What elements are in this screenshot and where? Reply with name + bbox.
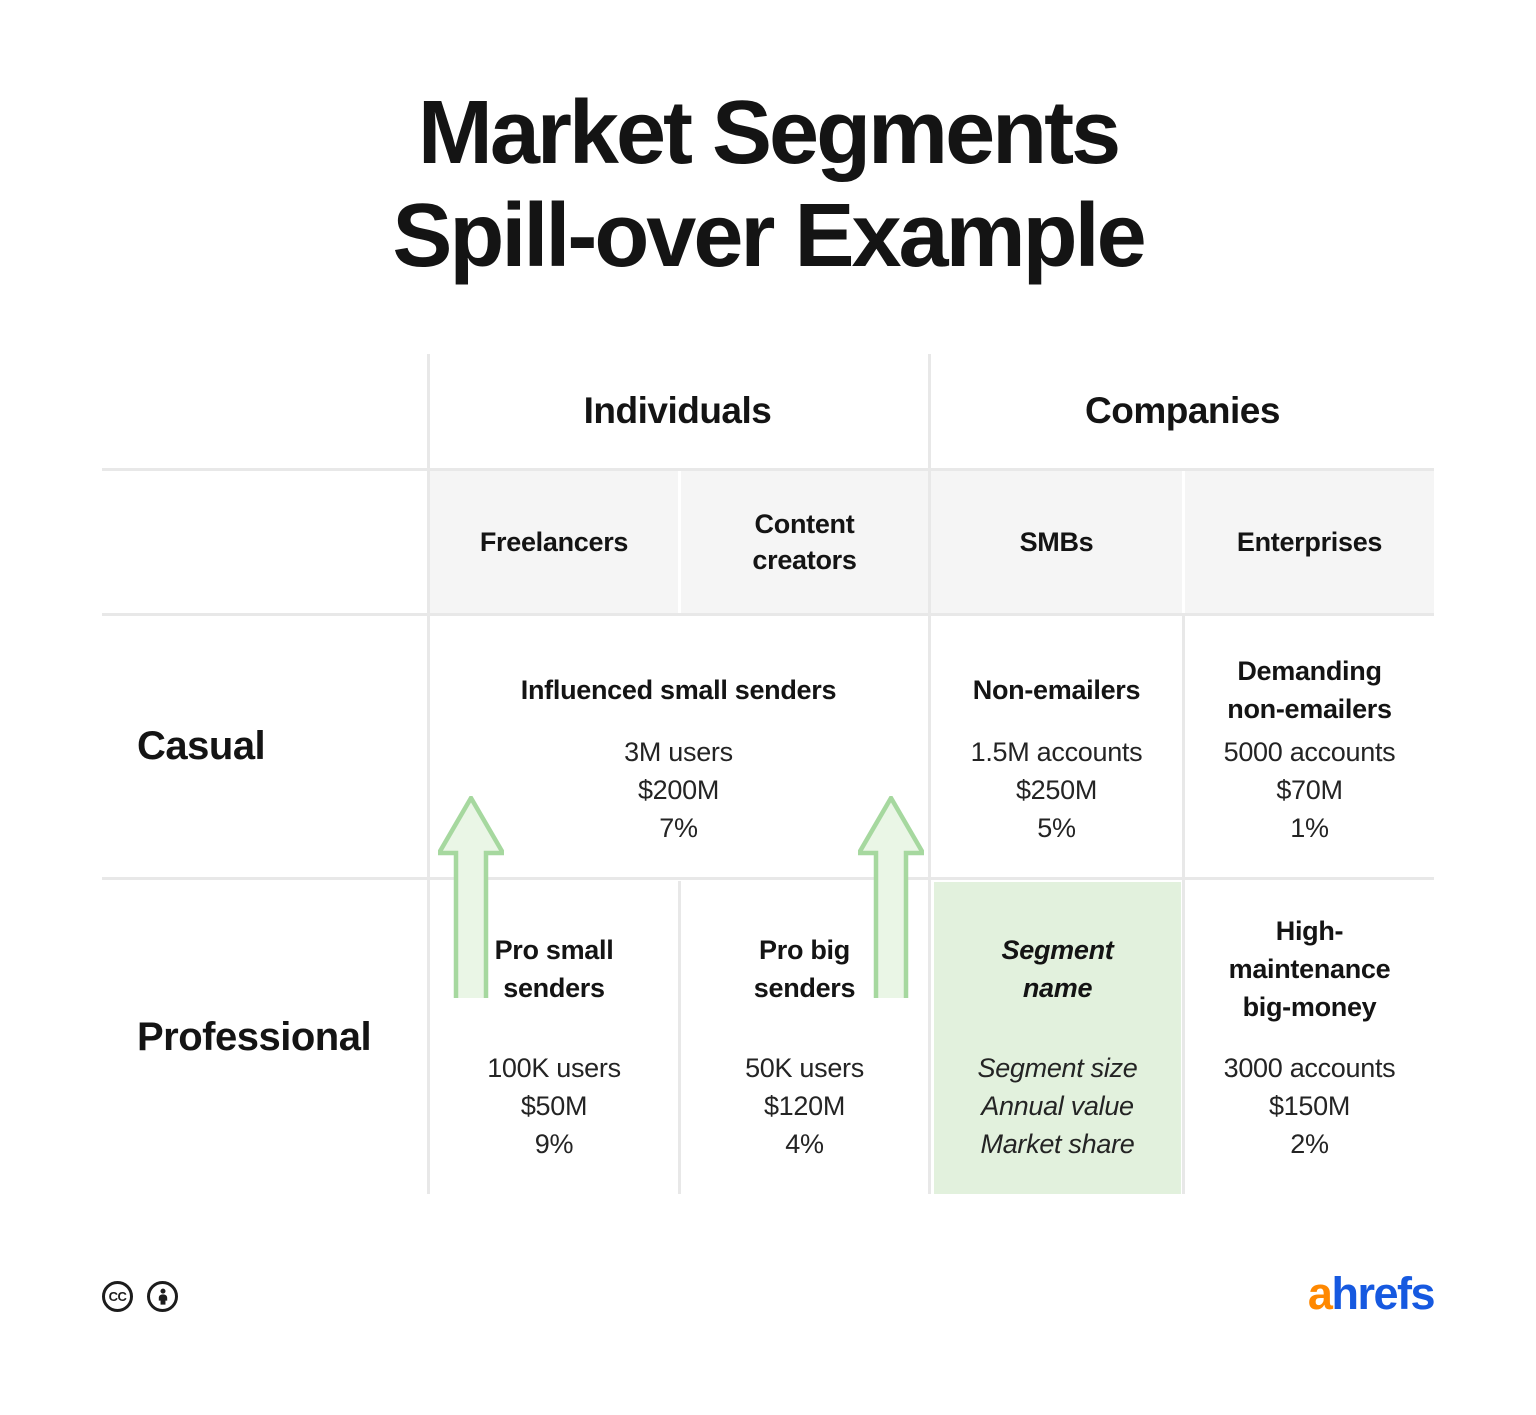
highlighted-segment-cell-background [934,882,1181,1194]
cell-casual-smbs: Non-emailers 1.5M accounts $250M 5% [931,616,1182,877]
segment-name-placeholder: Segment name [1001,935,1114,1003]
title-line-1: Market Segments [417,83,1121,183]
column-header-freelancers: Freelancers [430,471,678,613]
cc-attribution-person-icon [147,1281,178,1312]
segment-annual-value-placeholder: Annual value [981,1091,1134,1121]
cell-professional-freelancers: Pro small senders 100K users $50M 9% [430,880,678,1194]
cell-casual-individuals: Influenced small senders 3M users $200M … [427,616,930,877]
column-header-content-creators: Content creators [681,471,928,613]
ahrefs-logo-a: a [1307,1268,1333,1319]
segment-size: 5000 accounts [1223,737,1396,767]
gridline-horizontal-subheader [102,613,1434,616]
cell-professional-content-creators: Pro big senders 50K users $120M 4% [681,880,928,1194]
group-header-companies: Companies [1085,390,1280,431]
cell-professional-enterprises: High- maintenance big-money 3000 account… [1185,880,1434,1194]
segment-size: 3M users [624,737,733,767]
segment-name: Demanding non-emailers [1227,656,1392,724]
segment-size: 3000 accounts [1223,1053,1396,1083]
spill-over-arrow-up-right-icon [858,796,924,998]
segment-market-share: 4% [785,1129,824,1159]
segment-name: High- maintenance big-money [1228,916,1391,1022]
segment-market-share-placeholder: Market share [980,1129,1135,1159]
segment-name: Pro small senders [494,935,614,1003]
gridline-horizontal-rows [102,877,1434,880]
gridline-vertical-smbs-enterprises [1182,616,1185,1194]
segment-market-share: 1% [1290,813,1329,843]
segment-size: 50K users [745,1053,864,1083]
row-header-professional: Professional [137,1014,372,1059]
segment-annual-value: $150M [1268,1091,1351,1121]
infographic-title: Market Segments Spill-over Example [0,82,1536,288]
segment-size: 100K users [487,1053,621,1083]
ahrefs-logo: ahrefs [1307,1268,1436,1319]
segment-size-placeholder: Segment size [977,1053,1138,1083]
segment-name: Influenced small senders [520,675,837,705]
gridline-horizontal-header [102,468,1434,471]
segment-market-share: 7% [659,813,698,843]
cell-casual-enterprises: Demanding non-emailers 5000 accounts $70… [1185,616,1434,877]
segment-name: Pro big senders [753,935,856,1003]
row-header-casual: Casual [137,724,266,768]
title-line-2: Spill-over Example [392,186,1146,286]
group-header-individuals: Individuals [583,390,772,431]
segment-annual-value: $200M [637,775,720,805]
segment-annual-value: $70M [1276,775,1343,805]
gridline-vertical-individuals-companies [928,354,931,1194]
segment-market-share: 2% [1290,1129,1329,1159]
spill-over-arrow-up-left-icon [438,796,504,998]
person-icon [158,1288,167,1305]
column-header-smbs: SMBs [931,471,1182,613]
column-header-enterprises: Enterprises [1185,471,1434,613]
gridline-vertical-freelancers-content [678,881,681,1194]
segment-size: 1.5M accounts [970,737,1143,767]
segment-market-share: 5% [1037,813,1076,843]
segment-name: Non-emailers [972,675,1141,705]
cell-professional-smbs-legend: Segment name Segment size Annual value M… [934,880,1181,1194]
segment-market-share: 9% [534,1129,574,1159]
segment-annual-value: $250M [1015,775,1098,805]
gridline-vertical-rowlabel [427,354,430,1194]
ahrefs-logo-hrefs: hrefs [1331,1268,1435,1319]
cc-label: CC [108,1289,127,1304]
segment-annual-value: $120M [763,1091,846,1121]
segment-annual-value: $50M [520,1091,588,1121]
cc-license-icon: CC [102,1281,133,1312]
